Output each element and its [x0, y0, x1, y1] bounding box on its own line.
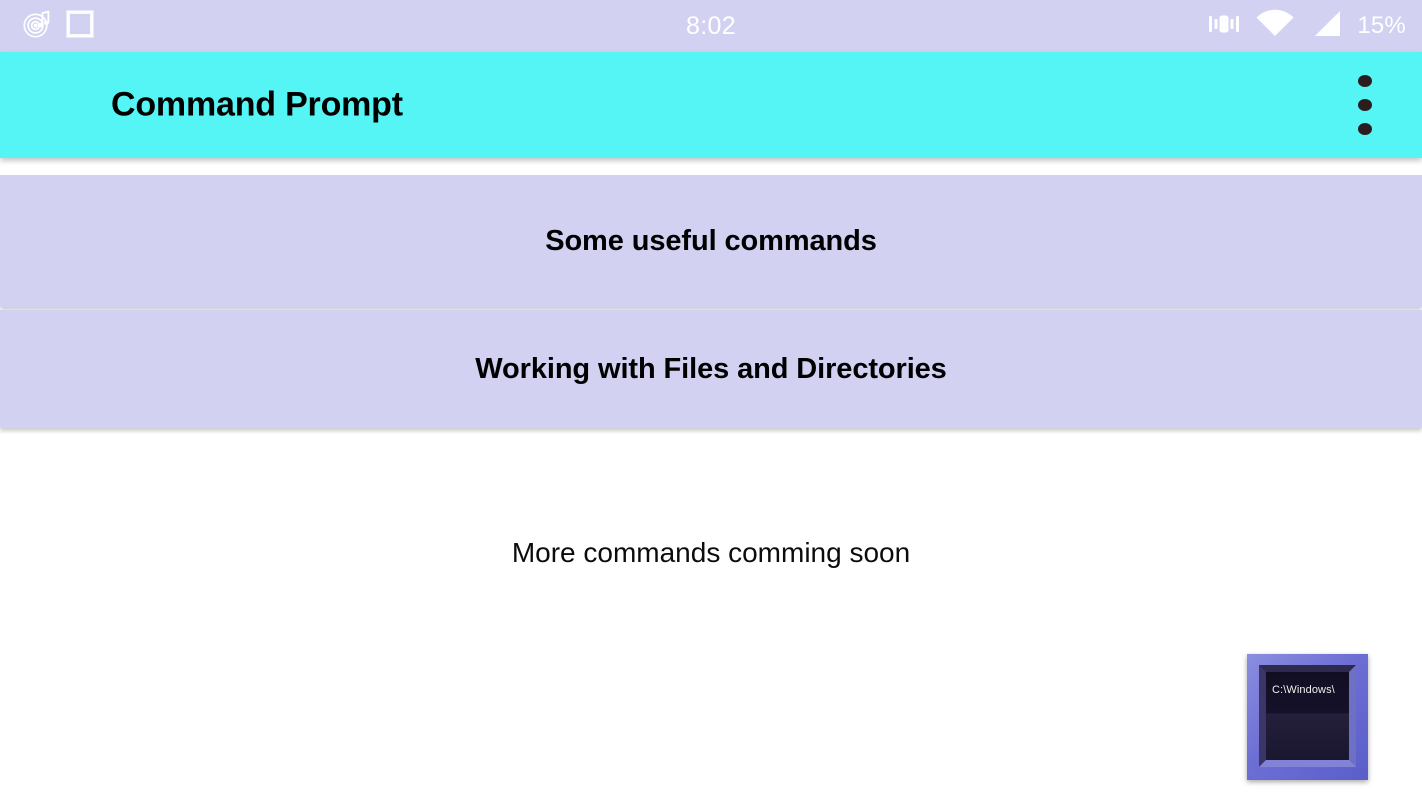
music-notification-icon: [22, 9, 52, 44]
battery-percentage: 15%: [1357, 12, 1406, 39]
vibrate-icon: [1207, 10, 1241, 43]
overflow-menu-icon[interactable]: [1354, 71, 1376, 139]
coming-soon-note: More commands comming soon: [511, 537, 911, 568]
button-some-useful-commands[interactable]: Some useful commands: [0, 175, 1422, 307]
overflow-dot: [1358, 123, 1372, 135]
status-bar-system-icons: 15%: [953, 9, 1422, 44]
command-prompt-icon[interactable]: C:\Windows\: [1247, 654, 1368, 780]
wifi-icon: [1255, 9, 1295, 44]
status-bar-clock-wrap: 8:02: [469, 12, 952, 41]
cellular-signal-icon: [1309, 9, 1343, 44]
status-bar-clock: 8:02: [686, 11, 736, 40]
app-bar: Command Prompt: [0, 52, 1422, 158]
button-label: Working with Files and Directories: [475, 352, 947, 385]
page-title: Command Prompt: [111, 85, 403, 124]
overflow-dot: [1358, 99, 1372, 111]
command-prompt-icon-path: C:\Windows\: [1272, 684, 1335, 696]
button-working-with-files-and-directories[interactable]: Working with Files and Directories: [0, 310, 1422, 428]
square-notification-icon: [66, 10, 94, 43]
status-bar-notifications: [0, 9, 469, 44]
overflow-dot: [1358, 75, 1372, 87]
button-label: Some useful commands: [545, 224, 877, 257]
command-prompt-icon-frame: C:\Windows\: [1259, 665, 1356, 767]
status-bar: 8:02: [0, 0, 1422, 52]
command-prompt-icon-screen: C:\Windows\: [1266, 672, 1349, 760]
